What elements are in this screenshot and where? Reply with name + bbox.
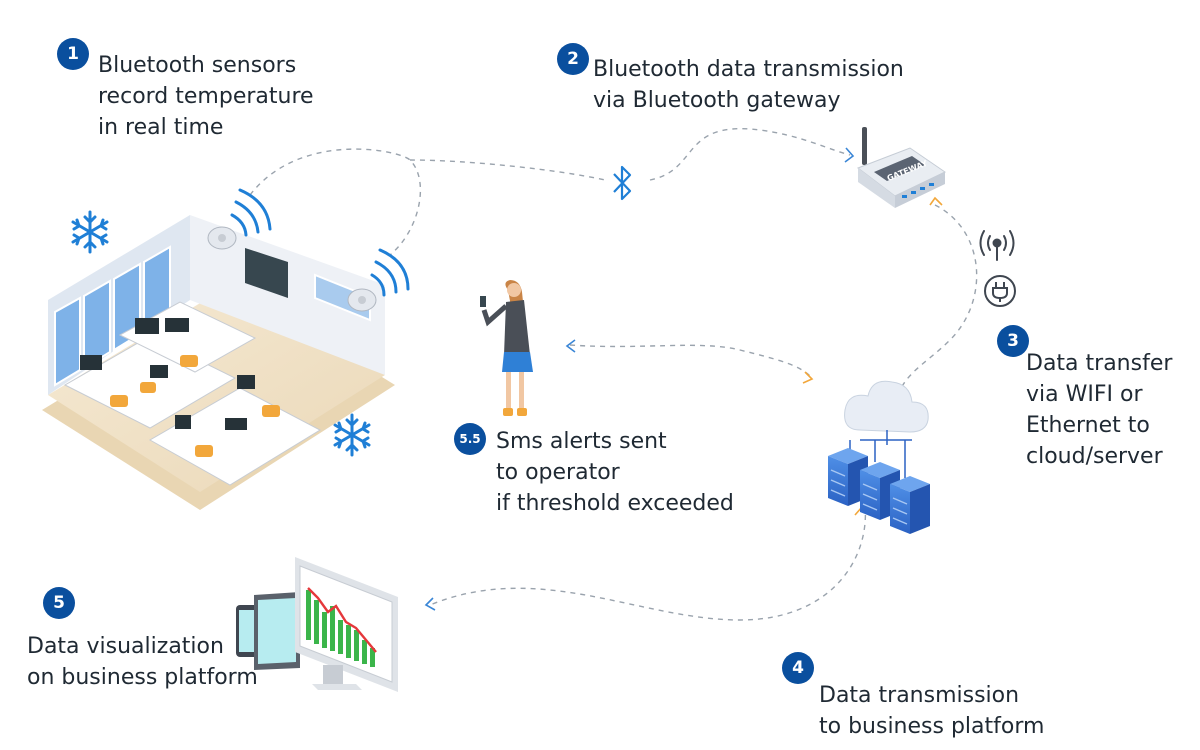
snowflake-icon [71, 210, 109, 254]
connector-sensor-to-bluetooth [249, 148, 422, 256]
arrowhead-to-cloud [802, 371, 814, 384]
antenna-signal-icon [979, 230, 1015, 261]
sensor-device-1 [207, 226, 237, 250]
chart-bars [306, 590, 375, 667]
office-illustration [42, 188, 410, 510]
gateway-router: GATEWAY [856, 127, 946, 208]
dashboard-devices [236, 557, 398, 692]
step-badge-1: 1 [57, 38, 89, 70]
step-2-text: Bluetooth data transmission via Bluetoot… [593, 57, 904, 113]
connector-servers-to-monitor [429, 504, 867, 621]
step-1-text: Bluetooth sensors record temperature in … [98, 53, 314, 140]
server-icon [828, 448, 930, 534]
step-5-text: Data visualization on business platform [27, 634, 258, 690]
chairs [110, 355, 280, 457]
connector-gateway-to-cloud [899, 204, 978, 391]
step-badge-2: 2 [557, 43, 589, 75]
step-5-5-text: Sms alerts sent to operator if threshold… [496, 429, 734, 516]
step-badge-3: 3 [997, 325, 1029, 357]
arrowhead-to-gateway-up [929, 196, 943, 206]
step-3-text: Data transfer via WIFI or Ethernet to cl… [1026, 351, 1173, 469]
arrowhead-to-phone [565, 339, 576, 353]
arrowhead-to-gateway [844, 147, 855, 163]
operator-person [480, 280, 533, 416]
connector-lines [249, 128, 978, 621]
cloud-icon [844, 380, 929, 433]
connector-cloud-to-phone [569, 344, 813, 379]
tv-screen [245, 248, 288, 298]
power-plug-icon [984, 275, 1016, 307]
arrowheads [424, 147, 943, 611]
snowflake-icon [333, 413, 371, 457]
sensor-device-2 [347, 288, 377, 312]
bluetooth-icon [613, 165, 632, 201]
signal-waves-icon [230, 188, 410, 297]
step-badge-4: 4 [782, 652, 814, 684]
step-4-text: Data transmission to business platform [819, 683, 1045, 739]
step-badge-5: 5 [43, 587, 75, 619]
arrowhead-to-monitor [424, 597, 436, 611]
connector-bluetooth-to-gateway [649, 128, 851, 181]
chart-trend-line [307, 587, 377, 653]
step-badge-5-5: 5.5 [454, 423, 486, 455]
monitors [80, 318, 255, 430]
server-connectors [849, 430, 912, 478]
connector-bluetooth-left [409, 159, 606, 181]
